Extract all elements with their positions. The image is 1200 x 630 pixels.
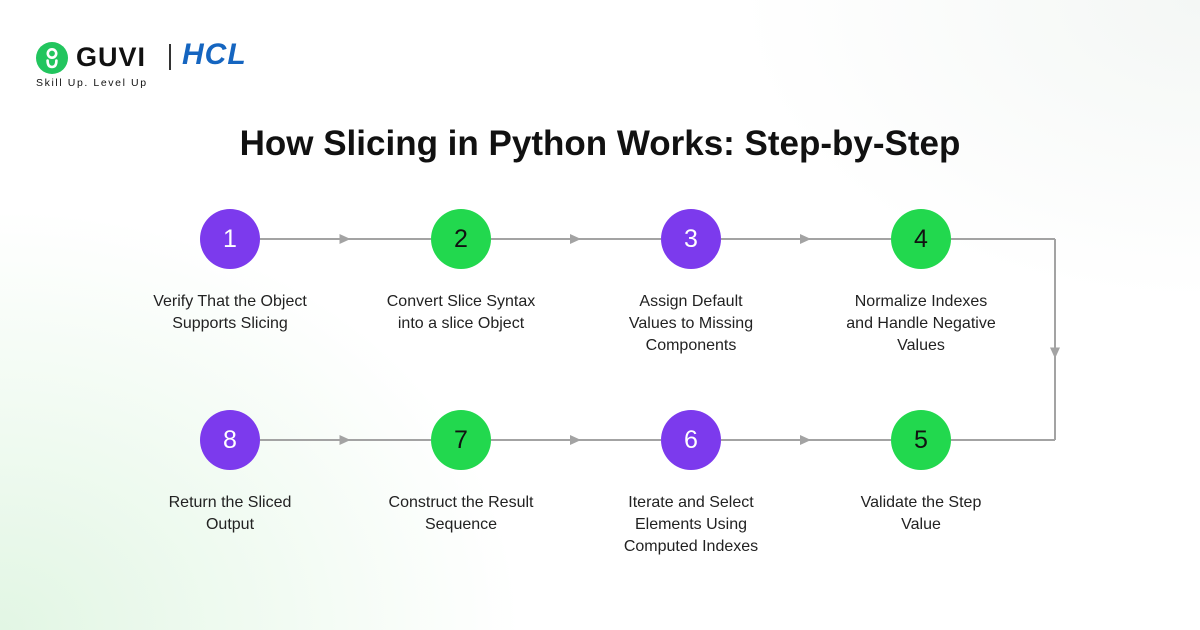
step-5-label-line: Value xyxy=(901,516,941,533)
step-8-number: 8 xyxy=(200,410,260,470)
step-2-label: Convert Slice Syntax into a slice Object xyxy=(356,291,566,335)
arrow-right-icon xyxy=(570,234,581,244)
brand-tagline: Skill Up. Level Up xyxy=(36,77,148,89)
step-7-label-line: Construct the Result xyxy=(388,494,534,511)
step-4-label-line: Normalize Indexes xyxy=(854,293,988,310)
step-1-number: 1 xyxy=(200,209,260,269)
step-8-label-line: Output xyxy=(205,516,255,533)
step-2-number: 2 xyxy=(431,209,491,269)
guvi-wordmark: GUVI xyxy=(76,42,147,72)
step-7-number: 7 xyxy=(431,410,491,470)
hcl-wordmark: HCL xyxy=(182,38,247,71)
logo-divider xyxy=(169,44,171,70)
arrow-down-icon xyxy=(1050,347,1060,359)
step-1-label-line: Supports Slicing xyxy=(172,315,288,332)
step-3-label-line: Values to Missing xyxy=(628,315,754,332)
step-2-label-line: into a slice Object xyxy=(397,315,525,332)
step-6-label-line: Elements Using xyxy=(634,516,748,533)
page-title: How Slicing in Python Works: Step-by-Ste… xyxy=(239,124,961,163)
step-3-label-line: Assign Default xyxy=(639,293,743,310)
step-8-label-line: Return the Sliced xyxy=(168,494,292,511)
step-5-label-line: Validate the Step xyxy=(860,494,982,511)
step-4-label-line: Values xyxy=(897,337,945,354)
step-4-number: 4 xyxy=(891,209,951,269)
step-2-label-line: Convert Slice Syntax xyxy=(386,293,536,310)
arrow-right-icon xyxy=(570,435,581,445)
arrow-right-icon xyxy=(339,234,351,244)
step-6-number: 6 xyxy=(661,410,721,470)
step-7-label-line: Sequence xyxy=(424,516,498,533)
step-3-label-line: Components xyxy=(645,337,737,354)
arrow-right-icon xyxy=(800,435,811,445)
guvi-logo-icon xyxy=(36,42,68,74)
step-3-number: 3 xyxy=(661,209,721,269)
arrow-right-icon xyxy=(339,435,351,445)
step-6-label-line: Iterate and Select xyxy=(628,494,754,511)
step-6-label-line: Computed Indexes xyxy=(623,538,759,555)
arrow-right-icon xyxy=(800,234,811,244)
step-5-number: 5 xyxy=(891,410,951,470)
step-1-label-line: Verify That the Object xyxy=(153,293,307,310)
brand-logo: GUVI Skill Up. Level Up HCL xyxy=(36,38,326,94)
step-4-label-line: and Handle Negative xyxy=(846,315,996,332)
